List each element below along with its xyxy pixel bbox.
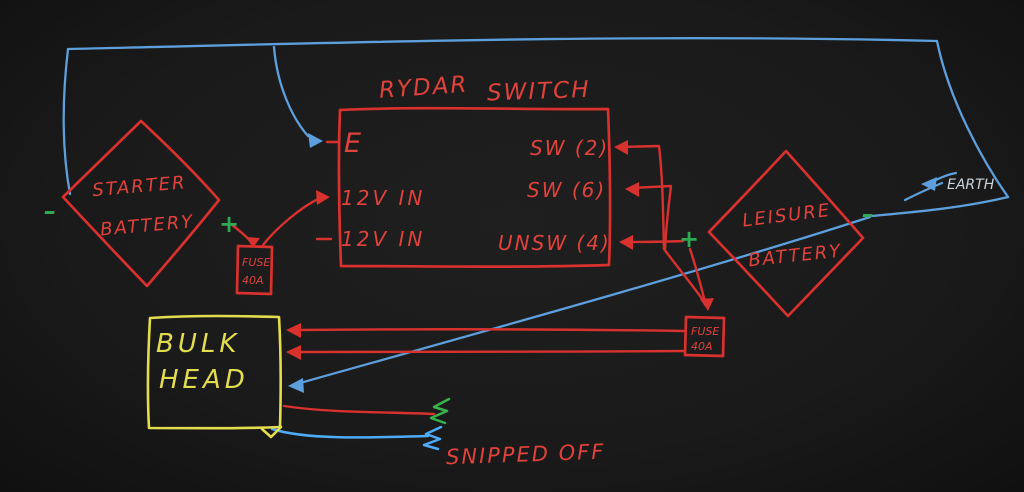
wire-sw6: [630, 184, 673, 251]
fuse-starter-arrowhead: [246, 237, 260, 248]
leisure-battery-label-2: BATTERY: [747, 241, 843, 272]
leisure-neg-terminal: –: [862, 200, 874, 228]
fuse-leisure-label-2: 40A: [691, 340, 713, 353]
wire-neg-top-run: [66, 37, 939, 51]
bulkhead-blue-arrowhead: [288, 378, 304, 393]
fuse-leisure-label-1: FUSE: [691, 325, 719, 338]
sw6-arrowhead: [625, 182, 639, 197]
wire-fuse-to-bulkhead-2: [295, 349, 686, 354]
bulkhead-red-arrowhead-2: [286, 345, 301, 360]
wire-red-snipped: [282, 404, 436, 416]
wire-leisure-plus-drop: [688, 247, 707, 304]
positive-wiring: [230, 140, 714, 425]
starter-neg-terminal: –: [44, 197, 56, 225]
e-terminal-arrowhead: [308, 133, 323, 148]
fuse-leisure-box: [683, 315, 726, 358]
sw2-arrowhead: [614, 140, 628, 155]
wire-sw-to-fuse-diagonal: [662, 247, 707, 305]
earth-label-group: EARTH: [947, 177, 995, 193]
wire-unsw4: [624, 239, 685, 244]
bulkhead-check-mark: [260, 425, 283, 439]
fuse-starter-label-2: 40A: [242, 274, 264, 287]
unsw4-arrowhead: [619, 235, 633, 250]
starter-battery-diamond: [61, 119, 221, 288]
switch-title-word1: RYDAR: [378, 72, 469, 104]
starter-battery-label-2: BATTERY: [99, 211, 195, 240]
wire-neg-diagonal-to-bulkhead: [298, 215, 872, 385]
terminal-label-unsw4: UNSW (4): [498, 231, 611, 255]
snipped-off-label: SNIPPED OFF: [446, 440, 606, 470]
blue-snip-scribble: [422, 425, 443, 451]
wire-earth-tail: [934, 171, 958, 182]
leisure-battery-diamond: [707, 149, 865, 318]
earth-label: EARTH: [947, 177, 995, 193]
wire-neg-left-riser: [62, 47, 72, 196]
wire-sw2: [619, 144, 666, 251]
terminal-label-sw6: SW (6): [527, 178, 606, 202]
earth-arrowhead: [921, 177, 937, 191]
fuse-starter-label-1: FUSE: [242, 256, 270, 269]
rydar-switch: RYDAR SWITCH E 12V IN 12V IN SW (2) SW (…: [337, 72, 612, 269]
bulkhead-red-arrowhead-1: [286, 323, 301, 338]
wire-fuse-to-12vin: [261, 197, 320, 247]
fuse-starter-box: [235, 244, 274, 296]
terminal-label-12v-1: 12V IN: [341, 186, 425, 210]
leisure-battery-label-1: LEISURE: [741, 200, 832, 232]
12vin-arrowhead: [316, 190, 330, 205]
negative-earth-wiring: [62, 37, 1010, 451]
bulkhead-label-1: BULK: [156, 329, 240, 359]
switch-box-outline: [337, 106, 612, 269]
terminal-label-e: E: [344, 128, 361, 159]
wire-e-branch: [272, 45, 310, 138]
starter-pos-terminal: +: [219, 210, 239, 238]
leisure-battery: LEISURE BATTERY + –: [679, 149, 874, 318]
wire-blue-snipped: [270, 427, 430, 439]
switch-title-word2: SWITCH: [487, 77, 591, 107]
leisure-pos-terminal: +: [679, 225, 699, 253]
fuse-starter: FUSE 40A: [235, 244, 274, 296]
starter-battery-label-1: STARTER: [91, 172, 187, 201]
wire-earth-branch: [903, 181, 944, 202]
wire-neg-to-leisure: [870, 195, 1010, 218]
bulkhead: BULK HEAD: [146, 314, 283, 439]
fuse-leisure: FUSE 40A: [683, 315, 726, 358]
wire-fuse-to-bulkhead-1: [295, 328, 686, 333]
bulkhead-label-2: HEAD: [159, 365, 249, 395]
snipped-off-group: SNIPPED OFF: [446, 440, 606, 470]
terminal-label-12v-2: 12V IN: [341, 227, 425, 251]
starter-battery: STARTER BATTERY – +: [44, 119, 239, 288]
wire-neg-right-drop: [935, 39, 1010, 199]
fuse-leisure-arrowhead: [700, 298, 714, 311]
red-snip-scribble: [429, 397, 451, 425]
terminal-label-sw2: SW (2): [530, 136, 609, 160]
